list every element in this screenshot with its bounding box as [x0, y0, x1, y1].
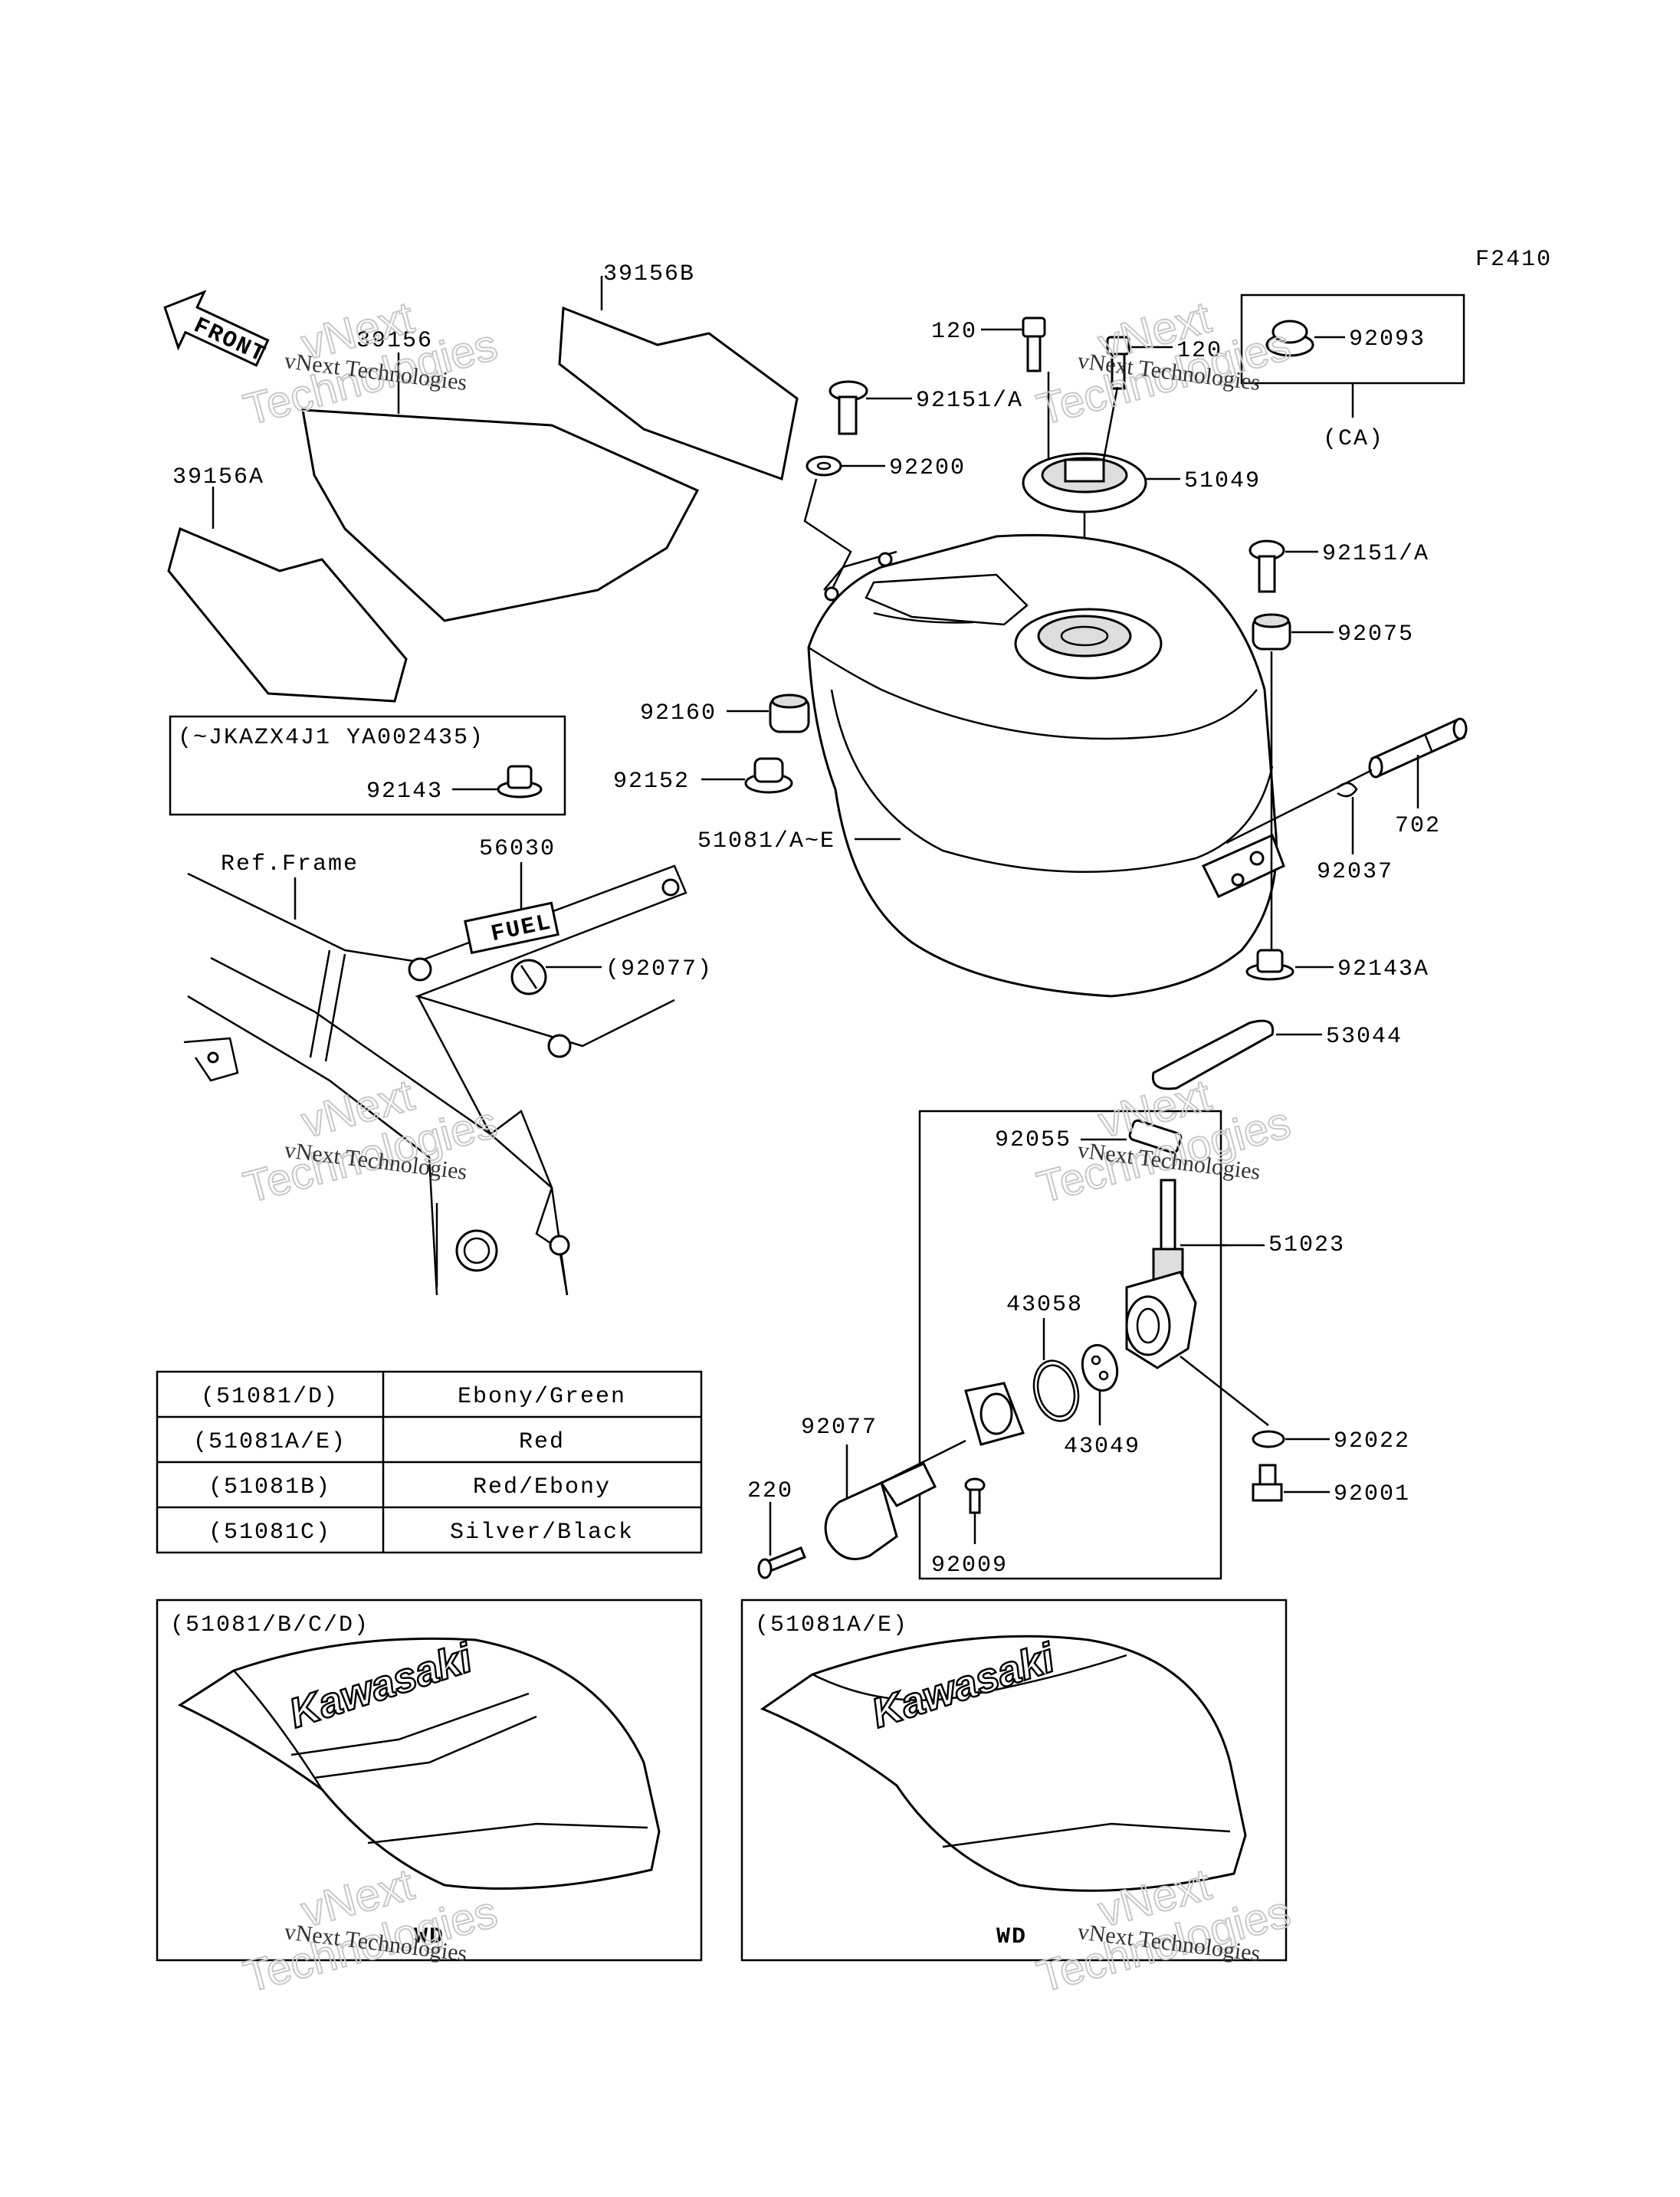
label-92200: 92200 [889, 455, 966, 481]
washer-92200 [806, 455, 842, 477]
label-51049: 51049 [1184, 468, 1261, 494]
watermark-2: vNext Technologies vNext Technologies [1032, 291, 1297, 435]
o-ring-43058 [1032, 1359, 1080, 1422]
label-702: 702 [1395, 813, 1441, 839]
knob-92077 [824, 1462, 937, 1560]
bolt-92001 [1252, 1464, 1283, 1502]
color-table-color-0: Ebony/Green [458, 1384, 626, 1410]
color-table-code-1: (51081A/E) [193, 1429, 346, 1455]
label-92160: 92160 [640, 700, 717, 726]
plate-92077 [964, 1382, 1025, 1446]
pad-39156 [301, 353, 700, 622]
fuel-cock-box [918, 1110, 1222, 1580]
bolt-120-b [1106, 336, 1130, 390]
damper-92160 [769, 694, 810, 733]
fuel-badge-56030: FUEL [464, 901, 559, 955]
part-92143 [497, 765, 543, 798]
gasket-92055 [1128, 1119, 1183, 1154]
label-120-a: 120 [931, 319, 977, 345]
decal-right-caption: WD [996, 1924, 1027, 1950]
hose-702 [1368, 717, 1468, 779]
label-92077: 92077 [801, 1415, 878, 1441]
label-92143A: 92143A [1337, 956, 1429, 982]
label-92151A-2: 92151/A [1322, 541, 1429, 567]
label-92143: 92143 [366, 779, 443, 805]
decal-left-caption: WD [414, 1924, 445, 1950]
label-92022: 92022 [1334, 1428, 1410, 1454]
label-43058: 43058 [1006, 1292, 1083, 1318]
part-92077-ref [510, 959, 547, 995]
label-92075: 92075 [1337, 621, 1414, 648]
label-39156B: 39156B [603, 261, 695, 287]
damper-92075 [1252, 613, 1291, 651]
label-92093: 92093 [1349, 326, 1426, 353]
decal-panel-right [740, 1599, 1288, 1962]
decal-panel-left [156, 1599, 703, 1962]
label-39156A: 39156A [172, 464, 264, 490]
label-51081: 51081/A~E [697, 828, 835, 854]
bolt-120-a [1022, 316, 1046, 372]
color-table-color-3: Silver/Black [450, 1520, 634, 1546]
label-92055: 92055 [995, 1127, 1071, 1153]
pad-39156A [167, 487, 408, 703]
color-table-code-3: (51081C) [208, 1520, 331, 1546]
color-table-code-0: (51081/D) [201, 1384, 339, 1410]
color-table-color-2: Red/Ebony [473, 1474, 611, 1500]
label-92077-ref: (92077) [605, 956, 713, 982]
label-56030: 56030 [479, 836, 556, 862]
part-92093 [1265, 320, 1314, 357]
bolt-92151A-1 [829, 380, 868, 435]
label-92037: 92037 [1317, 859, 1393, 885]
strip-53044 [1151, 1019, 1275, 1090]
pad-39156B [558, 276, 799, 481]
gasket-43049 [1081, 1343, 1119, 1392]
screw-220 [757, 1546, 806, 1579]
serial-note-box [169, 715, 566, 816]
color-table-color-1: Red [519, 1429, 565, 1455]
label-92009: 92009 [931, 1553, 1008, 1579]
washer-92022 [1252, 1430, 1285, 1448]
damper-92152 [744, 757, 793, 794]
front-arrow-icon: FRONT [163, 290, 270, 369]
color-table-code-2: (51081B) [208, 1474, 331, 1500]
label-ca: (CA) [1323, 426, 1384, 452]
clip-92037 [1337, 782, 1358, 798]
label-92001: 92001 [1334, 1481, 1410, 1507]
tank-decal-left: Kawasaki [177, 1634, 661, 1890]
tank-decal-right: Kawasaki [760, 1634, 1247, 1892]
damper-92143A [1245, 949, 1294, 981]
cap-51049 [1022, 452, 1147, 513]
fuel-cock-51023 [1125, 1179, 1197, 1369]
serial-note: (~JKAZX4J1 YA002435) [178, 725, 484, 751]
label-53044: 53044 [1326, 1024, 1403, 1050]
label-92151A-1: 92151/A [916, 388, 1023, 414]
bolt-92151A-2 [1249, 539, 1285, 593]
label-43049: 43049 [1064, 1434, 1140, 1460]
figure-code: F2410 [1475, 247, 1552, 273]
color-table: (51081/D) Ebony/Green (51081A/E) Red (51… [156, 1370, 703, 1554]
label-92152: 92152 [613, 769, 690, 795]
decal-right-title: (51081A/E) [755, 1612, 908, 1638]
fuel-tank-51081 [807, 533, 1285, 998]
screw-92009 [964, 1477, 986, 1514]
label-39156: 39156 [356, 328, 433, 354]
label-220: 220 [747, 1478, 793, 1504]
label-ref-frame: Ref.Frame [221, 851, 359, 877]
decal-left-title: (51081/B/C/D) [170, 1612, 369, 1638]
watermark-3: vNext Technologies vNext Technologies [238, 1069, 504, 1213]
label-120-b: 120 [1176, 338, 1222, 364]
frame-reference [183, 864, 687, 1296]
label-51023: 51023 [1268, 1232, 1345, 1258]
